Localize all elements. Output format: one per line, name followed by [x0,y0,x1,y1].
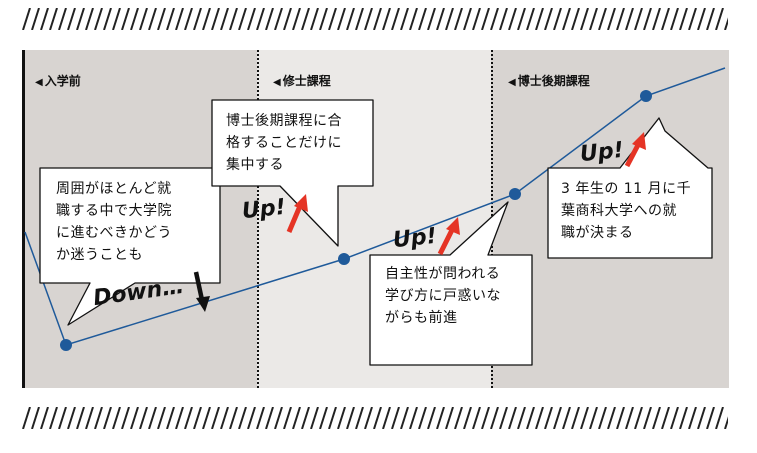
bubble-3-shape [369,201,533,366]
point-masters [338,253,350,265]
up-arrow-icon [624,132,646,168]
up-arrow-icon [286,194,308,233]
bubble-2-shape [211,99,374,247]
point-doctoral-late [640,90,652,102]
bubble-text-doctoral-early: 自主性が問われる 学び方に戸惑いな がらも前進 [385,266,501,326]
up-mark-text: Up! [578,137,625,168]
bottom-stripe-band [22,407,728,429]
up-arrow-icon [437,217,460,256]
stage-label-pre-admission: ◀入学前 [35,74,81,88]
stage-label-masters: ◀修士課程 [273,74,331,88]
bubble-text-masters: 博士後期課程に合 格することだけに 集中する [226,113,342,173]
down-arrow-icon [193,271,210,312]
point-pre-admission [60,339,72,351]
bubble-text-doctoral-late: 3 年生の 11 月に千 葉商科大学への就 職が決まる [561,181,692,241]
bubble-text-pre-admission: 周囲がほとんど就 職する中で大学院 に進むべきかどう か迷うことも [56,181,172,263]
top-stripe-band [22,8,728,30]
up-mark-text: Up! [391,223,438,254]
triangle-left-icon: ◀ [273,77,281,88]
triangle-left-icon: ◀ [508,77,516,88]
bubble-1-shape [39,167,221,326]
triangle-left-icon: ◀ [35,77,43,88]
progress-line [24,67,726,346]
point-doctoral-early [509,188,521,200]
stage-label-doctoral: ◀博士後期課程 [508,74,590,88]
up-mark-text: Up! [240,194,287,225]
